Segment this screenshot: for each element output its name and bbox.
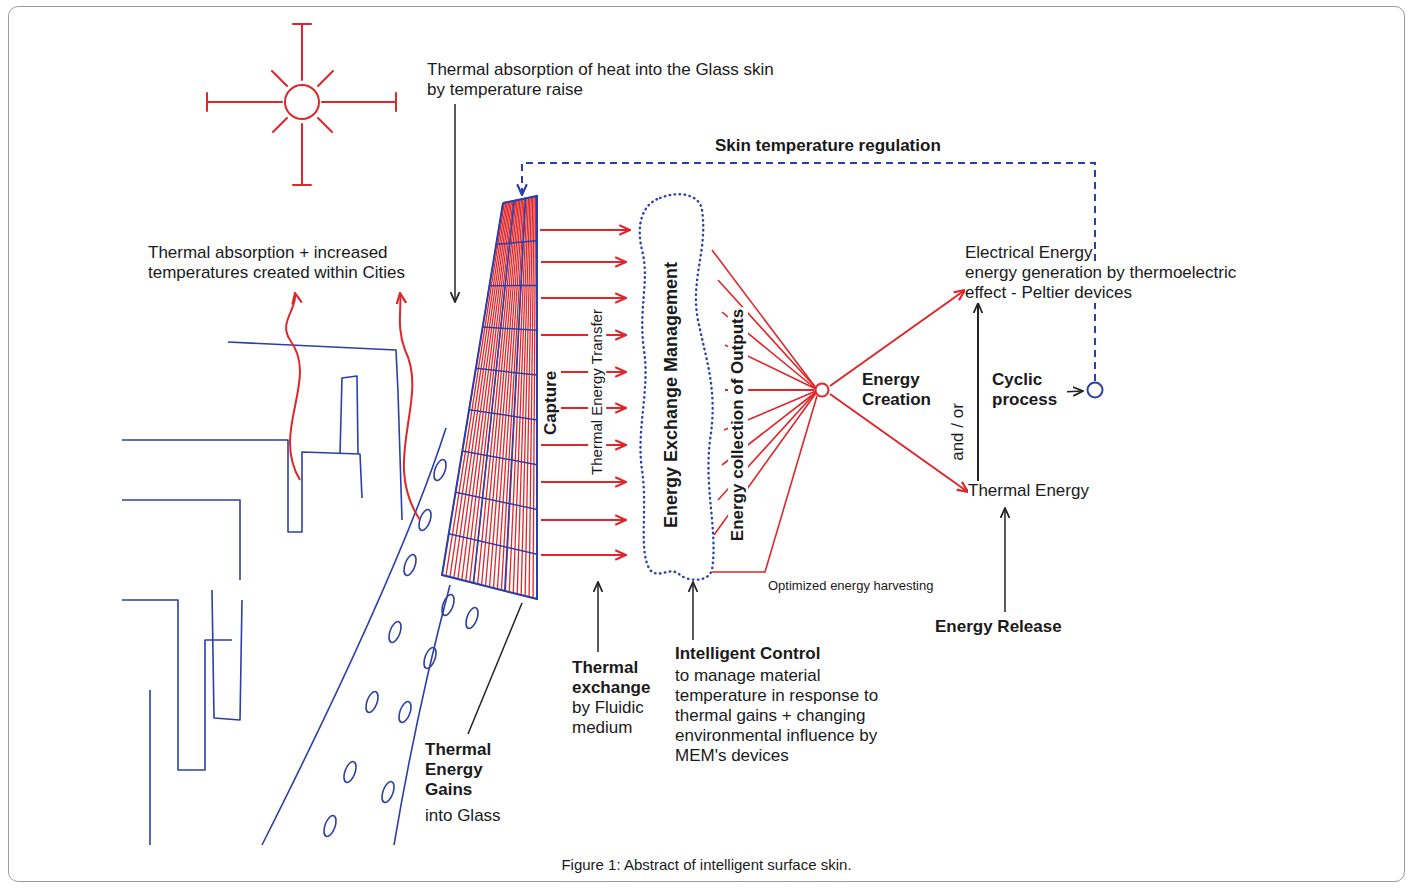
output-title: Thermal Energy [968, 481, 1089, 501]
and-or-label: and / or [948, 401, 968, 463]
figure-caption: Figure 1: Abstract of intelligent surfac… [0, 856, 1413, 874]
building-line [122, 600, 232, 770]
energy-release-label: Energy Release [935, 617, 1062, 637]
mullion [476, 368, 537, 375]
intelligent-control-label: Intelligent Control [675, 644, 820, 664]
glass-gains-note: into Glass [425, 806, 505, 826]
glass-outline [440, 195, 540, 600]
energy-creation-point: Energy Creation [814, 382, 830, 398]
capture-label: Capture [541, 369, 561, 437]
glass-hatching [442, 196, 537, 599]
leader-arrow [692, 582, 694, 640]
mullion [456, 492, 537, 509]
car [364, 690, 381, 714]
glass-outline [442, 196, 537, 599]
transfer-arrow [541, 261, 626, 263]
mullion [496, 241, 537, 245]
cycle-node: Cyclic process [1086, 381, 1104, 399]
building-line [228, 342, 402, 520]
hatch-stroke [446, 203, 504, 576]
and-or-arrow [977, 303, 979, 481]
heat-transfer-arrow [540, 229, 630, 231]
car [397, 700, 414, 724]
intelligent-control-note: to manage material temperature in respon… [675, 666, 897, 766]
dotted-outline [640, 194, 714, 580]
car [440, 593, 457, 617]
heat-rise-arrow [400, 293, 420, 520]
car [422, 646, 439, 670]
building-line [212, 590, 242, 720]
car [342, 760, 359, 784]
car [380, 780, 397, 804]
fluidic-medium-note: by Fluidic medium [572, 698, 672, 738]
output-note: energy generation by thermoelectric effe… [965, 263, 1280, 303]
hatch-stroke [486, 200, 519, 586]
energy-creation-label: Energy Creation [862, 370, 942, 410]
energy-exchange-zone: Energy Exchange ManagementEnergy collect… [630, 190, 725, 585]
absorption-note: Thermal absorption of heat into the Glas… [427, 60, 777, 100]
street-edge [262, 428, 446, 845]
hatch-stroke [509, 198, 527, 592]
building-line [122, 500, 240, 580]
transfer-arrow [541, 519, 626, 521]
thermal-energy-box: Thermal Energy [968, 481, 1089, 501]
leader-arrows [455, 104, 1083, 734]
mullion [449, 534, 537, 555]
heat-rise-arrows [286, 293, 420, 520]
circle-outline [814, 382, 830, 398]
heat-rise-arrow [286, 293, 300, 480]
leader-arrow [1004, 508, 1006, 612]
collection-lines [712, 250, 817, 572]
building-line [122, 440, 362, 532]
city-heat-note: Thermal absorption + increased temperatu… [148, 243, 448, 283]
sun-rays [207, 24, 396, 185]
output-title: Electrical Energy [965, 243, 1093, 263]
glass-gains-label: Thermal Energy Gains [425, 740, 505, 800]
mullion [489, 285, 537, 287]
car [402, 553, 419, 577]
mullion [505, 198, 526, 590]
mullion [462, 451, 537, 465]
heat-transfer-rows [541, 262, 626, 555]
building-line [149, 690, 151, 845]
regulation-label: Skin temperature regulation [715, 136, 941, 156]
hatch-stroke [533, 196, 536, 598]
circle-outline [1086, 381, 1104, 399]
hatch-stroke [517, 197, 530, 594]
cycle-label: Cyclic process [992, 370, 1067, 410]
building-line [340, 376, 358, 454]
sun [207, 24, 396, 185]
leader-arrow [597, 582, 599, 652]
sun-disc [285, 85, 319, 119]
harvesting-note: Optimized energy harvesting [768, 578, 933, 593]
glass-mullions [442, 196, 537, 599]
transfer-arrow [541, 297, 626, 299]
transfer-arrow [541, 554, 626, 556]
zone-outputs-label: Energy collection of Outputs [728, 307, 748, 543]
thermal-exchange-label: Thermal exchange [572, 658, 662, 698]
circle-outline [1088, 383, 1103, 398]
glass-skin: Capture [440, 195, 540, 600]
transfer-arrow [541, 444, 626, 446]
transfer-arrow [541, 481, 626, 483]
car [432, 458, 449, 482]
circle-outline [816, 384, 829, 397]
zone-title: Energy Exchange Management [661, 260, 682, 530]
leader-arrow [454, 104, 456, 302]
car [387, 620, 404, 644]
leader-line [468, 603, 522, 734]
mullion [483, 327, 537, 330]
electrical-energy-box: Electrical Energyenergy generation by th… [965, 243, 1280, 303]
transfer-label: Thermal Energy Transfer [588, 307, 606, 477]
mullion [469, 410, 537, 420]
transfer-arrow [541, 334, 626, 336]
car [322, 814, 339, 838]
car [464, 606, 481, 630]
